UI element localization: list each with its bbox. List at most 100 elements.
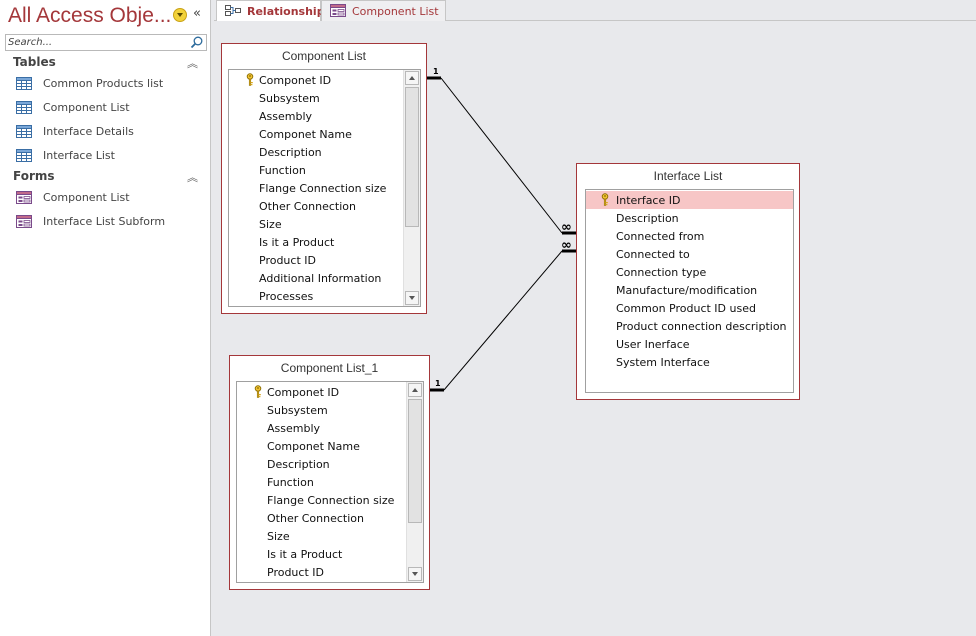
field-row[interactable]: Function xyxy=(229,161,420,179)
tab-label: Relationships xyxy=(247,5,332,18)
field-name: User Inerface xyxy=(616,338,690,351)
field-name: Function xyxy=(259,164,306,177)
field-row[interactable]: Processes xyxy=(229,287,420,305)
group-header-forms[interactable]: Forms ︽ xyxy=(13,169,203,187)
field-row[interactable]: Product ID xyxy=(229,251,420,269)
field-row[interactable]: Description xyxy=(237,455,423,473)
group-header-tables[interactable]: Tables ︽ xyxy=(13,55,203,73)
table-icon xyxy=(16,125,32,138)
scroll-up-arrow-icon[interactable] xyxy=(408,383,422,397)
field-row[interactable]: Componet Name xyxy=(237,437,423,455)
field-name: Subsystem xyxy=(267,404,328,417)
scroll-up-arrow-icon[interactable] xyxy=(405,71,419,85)
table-title[interactable]: Component List_1 xyxy=(280,361,379,375)
field-row[interactable]: Componet Name xyxy=(229,125,420,143)
scroll-thumb[interactable] xyxy=(408,399,422,523)
field-row[interactable]: Product ID xyxy=(237,563,423,581)
field-row[interactable]: Manufacture/modification xyxy=(586,281,793,299)
field-name: Componet ID xyxy=(259,74,332,87)
field-name: Manufacture/modification xyxy=(616,284,758,297)
field-row[interactable]: Flange Connection size xyxy=(229,179,420,197)
field-name: Connection type xyxy=(616,266,707,279)
field-name: System Interface xyxy=(616,356,710,369)
field-row[interactable]: Interface ID xyxy=(586,191,793,209)
field-row[interactable]: Is it a Product xyxy=(237,545,423,563)
group-label-forms: Forms xyxy=(13,169,55,183)
field-name: Flange Connection size xyxy=(267,494,395,507)
field-row[interactable]: Subsystem xyxy=(229,89,420,107)
document-tab-bar: Relationships Component List xyxy=(214,0,976,22)
search-input[interactable] xyxy=(6,35,188,50)
field-row[interactable]: Assembly xyxy=(229,107,420,125)
field-row[interactable]: Other Connection xyxy=(229,197,420,215)
field-row[interactable]: Subsystem xyxy=(237,401,423,419)
field-row[interactable]: Description xyxy=(586,209,793,227)
field-name: Other Connection xyxy=(267,512,364,525)
field-row[interactable]: Flange Connection size xyxy=(237,491,423,509)
field-name: Subsystem xyxy=(259,92,320,105)
field-row[interactable]: Function xyxy=(237,473,423,491)
scroll-down-arrow-icon[interactable] xyxy=(408,567,422,581)
relationships-icon xyxy=(225,5,241,16)
search-icon[interactable] xyxy=(190,36,204,49)
field-row[interactable]: Other Connection xyxy=(237,509,423,527)
field-name: Size xyxy=(267,530,290,543)
field-name: Other Connection xyxy=(259,200,356,213)
nav-dropdown-icon[interactable] xyxy=(173,8,187,22)
nav-item-label: Common Products list xyxy=(43,77,164,90)
field-row[interactable]: Assembly xyxy=(237,419,423,437)
field-row[interactable]: Connection type xyxy=(586,263,793,281)
nav-item-label: Component List xyxy=(43,191,130,204)
field-name: Interface ID xyxy=(616,194,681,207)
group-label-tables: Tables xyxy=(13,55,56,69)
field-row[interactable]: Componet ID xyxy=(237,383,423,401)
field-row[interactable]: Connected from xyxy=(586,227,793,245)
field-row[interactable]: User Inerface xyxy=(586,335,793,353)
scroll-down-arrow-icon[interactable] xyxy=(405,291,419,305)
field-name: Product ID xyxy=(267,566,324,579)
chevron-up-icon[interactable]: ︽ xyxy=(187,57,198,70)
table-title[interactable]: Interface List xyxy=(653,169,723,183)
field-name: Connected to xyxy=(616,248,690,261)
table-icon xyxy=(16,149,32,162)
field-row[interactable]: System Interface xyxy=(586,353,793,371)
field-row[interactable]: Description xyxy=(229,143,420,161)
nav-item-form[interactable]: Component List xyxy=(14,188,204,208)
chevron-up-icon[interactable]: ︽ xyxy=(187,171,198,184)
nav-title[interactable]: All Access Obje... xyxy=(8,4,172,27)
field-row[interactable]: Additional Information xyxy=(229,269,420,287)
tab-relationships[interactable]: Relationships xyxy=(216,0,331,22)
field-row[interactable]: Is it a Product xyxy=(229,233,420,251)
nav-item-label: Interface List Subform xyxy=(43,215,166,228)
field-row[interactable]: Connected to xyxy=(586,245,793,263)
field-name: Product ID xyxy=(259,254,316,267)
tab-component-list[interactable]: Component List xyxy=(321,0,446,21)
field-row[interactable]: Size xyxy=(229,215,420,233)
field-name: Function xyxy=(267,476,314,489)
collapse-pane-icon[interactable]: « xyxy=(193,6,201,21)
nav-search-box xyxy=(5,34,207,51)
field-row[interactable]: Size xyxy=(237,527,423,545)
vertical-scrollbar[interactable] xyxy=(406,382,423,582)
form-icon xyxy=(16,191,32,204)
nav-item-table[interactable]: Common Products list xyxy=(14,74,204,94)
nav-item-form[interactable]: Interface List Subform xyxy=(14,212,204,232)
field-row[interactable]: Componet ID xyxy=(229,71,420,89)
table-icon xyxy=(16,101,32,114)
field-name: Assembly xyxy=(267,422,321,435)
nav-item-table[interactable]: Interface Details xyxy=(14,122,204,142)
table-title[interactable]: Component List xyxy=(281,49,367,63)
vertical-scrollbar[interactable] xyxy=(403,70,420,306)
field-name: Common Product ID used xyxy=(616,302,756,315)
scroll-thumb[interactable] xyxy=(405,87,419,227)
nav-item-table[interactable]: Interface List xyxy=(14,146,204,166)
field-row[interactable]: Product connection description xyxy=(586,317,793,335)
field-row[interactable]: Common Product ID used xyxy=(586,299,793,317)
nav-item-table[interactable]: Component List xyxy=(14,98,204,118)
